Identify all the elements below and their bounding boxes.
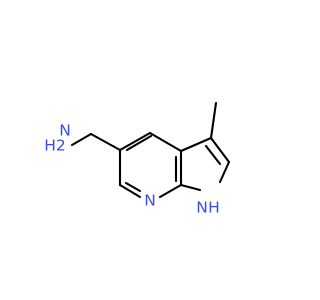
- bond-c4-c3a: [148, 131, 183, 153]
- bond-n1-c7a: [179, 183, 202, 192]
- pyridine-nitrogen: N: [144, 192, 156, 210]
- bond-c3-c2-double: [204, 144, 222, 166]
- bond-c2-n1: [218, 160, 231, 184]
- bond-group: [70, 101, 231, 199]
- bond-amine-ch2: [70, 132, 93, 147]
- molecule-structure: H2 N N N H: [44, 101, 231, 217]
- pyrrole-h-label: H: [208, 199, 220, 217]
- amine-h2-label: H2: [44, 137, 66, 155]
- pyridine-n-label: N: [144, 192, 156, 210]
- amine-atom: H2 N: [44, 122, 71, 155]
- bond-c3a-c3: [179, 136, 213, 153]
- pyrrole-n-label: N: [196, 199, 208, 217]
- bond-c3-methyl: [209, 101, 218, 140]
- bond-c5-c4-double: [125, 134, 153, 152]
- bond-n7-c6-double: [124, 181, 142, 193]
- bond-c3-c2: [209, 136, 231, 164]
- molecule-canvas: H2 N N N H: [44, 101, 231, 217]
- bond-c5-c4: [118, 131, 152, 152]
- bond-ch2-ring: [89, 132, 122, 152]
- bond-c7a-n7: [158, 183, 183, 199]
- amine-n-label: N: [59, 122, 71, 140]
- bond-n7-c6: [118, 183, 142, 199]
- pyrrole-nitrogen: N H: [196, 199, 220, 217]
